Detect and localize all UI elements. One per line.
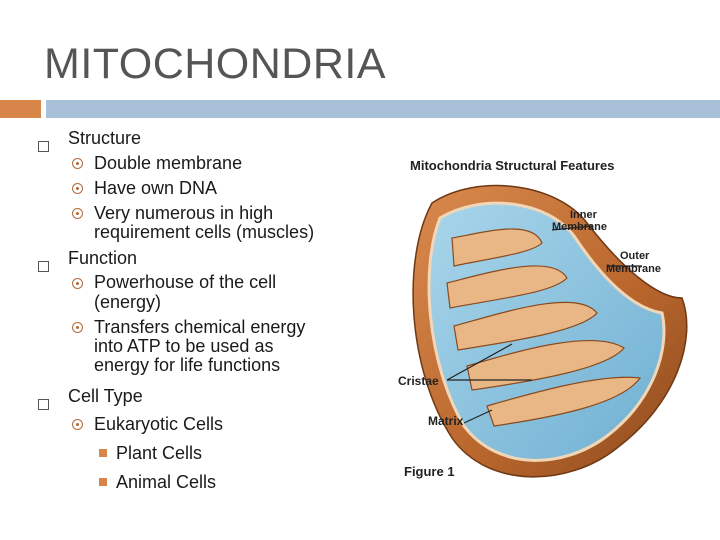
mitochondria-diagram: Mitochondria Structural Features Inner M… — [392, 148, 692, 498]
sub-bullet-transfers-cont1: into ATP to be used as — [94, 336, 274, 356]
label-matrix: Matrix — [428, 414, 464, 428]
bullet-function: Function — [68, 248, 138, 268]
square-bullet-icon — [99, 478, 107, 486]
label-cristae: Cristae — [398, 374, 439, 388]
checkbox-bullet-icon — [38, 261, 49, 272]
bullet-cell-type: Cell Type — [68, 386, 143, 406]
label-outer: Outer — [620, 250, 650, 262]
sub-sub-bullet-plant: Plant Cells — [116, 443, 203, 463]
label-inner-membrane: Membrane — [552, 221, 607, 233]
sub-bullet-eukaryotic: Eukaryotic Cells — [94, 414, 224, 434]
bullet-structure: Structure — [68, 128, 142, 148]
sub-bullet-powerhouse-cont: (energy) — [94, 292, 162, 312]
sub-sub-bullet-animal: Animal Cells — [116, 472, 217, 492]
checkbox-bullet-icon — [38, 141, 49, 152]
cristae-folds — [446, 228, 642, 427]
sub-bullet-transfers-cont2: energy for life functions — [94, 355, 281, 375]
title-underline-bar — [46, 100, 720, 118]
circle-bullet-icon — [72, 183, 83, 194]
diagram-heading: Mitochondria Structural Features — [410, 158, 614, 173]
sub-bullet-powerhouse: Powerhouse of the cell — [94, 272, 277, 292]
sub-bullet-transfers: Transfers chemical energy — [94, 317, 306, 337]
label-outer-membrane: Membrane — [606, 263, 661, 275]
leader-lines — [446, 225, 642, 424]
sub-bullet-own-dna: Have own DNA — [94, 178, 218, 198]
slide-title: MITOCHONDRIA — [44, 40, 387, 88]
bullet-list: Structure Double membrane Have own DNA V… — [38, 128, 315, 492]
circle-bullet-icon — [72, 208, 83, 219]
label-inner: Inner — [570, 209, 598, 221]
figure-caption: Figure 1 — [404, 464, 455, 479]
title-underline-accent — [0, 100, 41, 118]
circle-bullet-icon — [72, 419, 83, 430]
square-bullet-icon — [99, 449, 107, 457]
circle-bullet-icon — [72, 158, 83, 169]
circle-bullet-icon — [72, 278, 83, 289]
sub-bullet-numerous-cont: requirement cells (muscles) — [94, 222, 315, 242]
sub-bullet-double-membrane: Double membrane — [94, 153, 243, 173]
circle-bullet-icon — [72, 322, 83, 333]
checkbox-bullet-icon — [38, 399, 49, 410]
sub-bullet-numerous: Very numerous in high — [94, 203, 274, 223]
